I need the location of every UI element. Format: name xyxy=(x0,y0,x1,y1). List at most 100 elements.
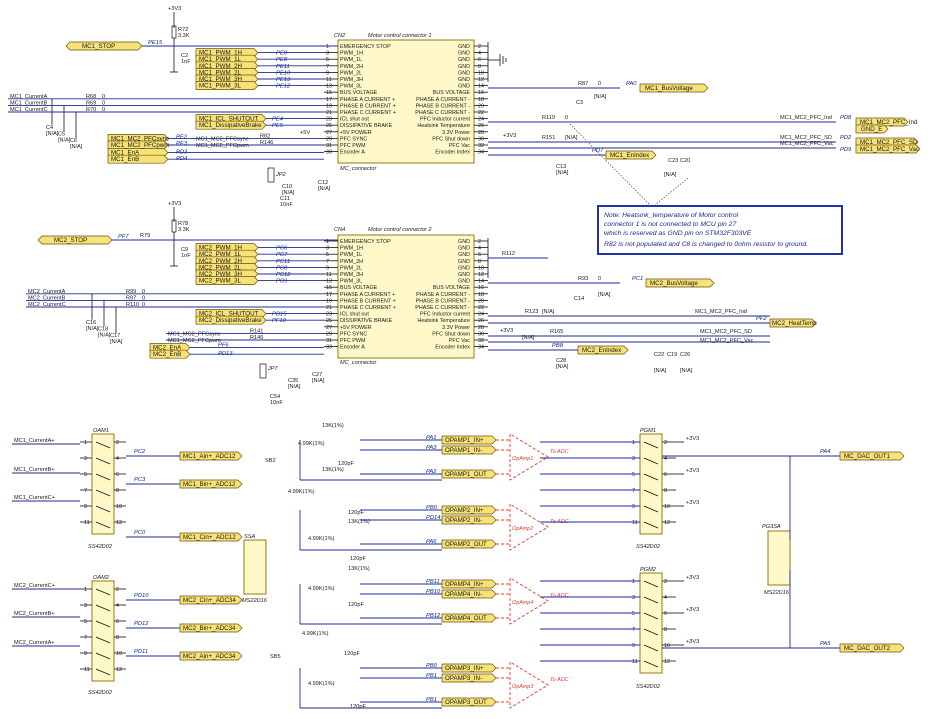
cn2-left-pin-num: 27 xyxy=(326,325,332,331)
adc1-port: PC2 xyxy=(134,449,146,455)
switch-contact[interactable] xyxy=(643,596,659,604)
pgm-pin-num-left: 7 xyxy=(632,488,635,494)
pwm-port: PC12 xyxy=(276,272,291,278)
mc1-pfc-vac-label: MC1_MC2_PFC_Vac xyxy=(780,141,834,147)
cn1-right-pin-name: PHASE B CURRENT - xyxy=(416,103,471,109)
switch-contact[interactable] xyxy=(95,604,111,612)
net-flag-mc2-bus xyxy=(645,278,715,288)
pfc-sync-port: PE2 xyxy=(176,134,188,140)
oam-pin-num-left: 1 xyxy=(84,440,87,446)
net-flag-opamp-text: OPAMP4_IN+ xyxy=(445,581,484,588)
switch-contact[interactable] xyxy=(95,668,111,676)
current-cap-label: C4 xyxy=(46,125,53,131)
switch-contact[interactable] xyxy=(95,441,111,449)
cn2-left-pin-num: 17 xyxy=(326,292,332,298)
switch-contact[interactable] xyxy=(643,521,659,529)
cn2-left-pin-name: PHASE B CURRENT + xyxy=(340,298,396,304)
cn2-left-pin-num: 23 xyxy=(326,312,332,318)
opamp-port: PA1 xyxy=(426,435,437,441)
cn2-left-pin-name: EMERGENCY STOP xyxy=(340,239,391,245)
oam1-ref: OAM1 xyxy=(93,428,109,434)
cn2-left-pin-num: 9 xyxy=(326,265,329,271)
switch-contact[interactable] xyxy=(643,660,659,668)
switch-contact[interactable] xyxy=(95,652,111,660)
mc2-enidx-port: PB8 xyxy=(552,343,564,349)
switch-contact[interactable] xyxy=(95,588,111,596)
switch-contact[interactable] xyxy=(643,628,659,636)
dac2-label: MC_DAC_OUT2 xyxy=(844,645,891,652)
switch-contact[interactable] xyxy=(643,505,659,513)
switch-contact[interactable] xyxy=(95,489,111,497)
switch-contact[interactable] xyxy=(95,505,111,513)
power-label: +3V3 xyxy=(500,328,513,334)
net-flag-mc1-enidx xyxy=(605,150,657,160)
current-net-label: MC1_CurrentC xyxy=(10,107,48,113)
net-flag-opamp-text: OPAMP1_IN+ xyxy=(445,437,484,444)
pgm-pin-num-left: 9 xyxy=(632,504,635,510)
net-flag-adc1-text: MC1_Ain+_ADC12 xyxy=(183,453,236,460)
current-resistor-value: 0 xyxy=(102,94,105,100)
switch-contact[interactable] xyxy=(95,636,111,644)
current-cap-value: [N/A] xyxy=(98,332,111,338)
jumper-jp2[interactable] xyxy=(267,167,275,183)
opamp-name: OpAmp2 xyxy=(512,526,533,532)
switch-contact[interactable] xyxy=(643,473,659,481)
switch-contact[interactable] xyxy=(95,620,111,628)
cn2-right-pin-name: GND xyxy=(458,239,470,245)
mc1-bus-label: MC1_BusVoltage xyxy=(645,85,693,92)
mc2-current-input-label: MC2_CurrentA+ xyxy=(14,640,55,646)
power-5v-label: +5V xyxy=(300,130,310,136)
switch-contact[interactable] xyxy=(643,580,659,588)
switch-contact[interactable] xyxy=(95,521,111,529)
net-flag-pwm-text: MC1_PWM_1L xyxy=(199,56,242,63)
pgm-power-label: +3V3 xyxy=(686,575,699,581)
r128-value: 13K(1%) xyxy=(348,566,370,572)
cn1-left-pin-num: 7 xyxy=(326,64,329,70)
c11-value: 10nF xyxy=(280,202,293,208)
cn2-left-pin-name: PWM_1H xyxy=(340,246,363,252)
cn2-right-pin-name: GND xyxy=(458,265,470,271)
net-flag-mc2-heat xyxy=(769,318,817,328)
switch-contact[interactable] xyxy=(643,612,659,620)
net-flag-opamp xyxy=(441,589,497,599)
cn2-left-pin-name: BUS VOLTAGE xyxy=(340,285,378,291)
net-flag-pwm xyxy=(195,276,259,285)
mc1-stop-label: MC1_STOP xyxy=(82,43,115,50)
switch-contact[interactable] xyxy=(95,457,111,465)
switch-contact[interactable] xyxy=(643,489,659,497)
opamp-port: PA3 xyxy=(426,445,437,451)
cn1-left-pin-num: 5 xyxy=(326,57,329,63)
oam-pin-num-right: 2 xyxy=(116,440,119,446)
switch-contact[interactable] xyxy=(643,457,659,465)
c26-label: C26 xyxy=(680,352,690,358)
opamp-symbol xyxy=(509,577,549,625)
net-flag-pwm xyxy=(195,81,259,90)
switch-contact[interactable] xyxy=(643,441,659,449)
jumper-jp7[interactable] xyxy=(259,363,267,379)
c2-label: C2 xyxy=(181,53,188,59)
current-cap-value: [N/A] xyxy=(86,326,99,332)
cn1-left-pin-name: PWM_2L xyxy=(340,70,362,76)
switch-contact[interactable] xyxy=(95,473,111,481)
brake-port: PF10 xyxy=(272,318,287,324)
c136-value: 120pF xyxy=(350,704,366,710)
oam1-body xyxy=(91,433,115,535)
opamp-symbol xyxy=(509,433,549,481)
net-flag-icl-text: MC2_ICL_SHUTOUT xyxy=(199,311,259,318)
mc2-stop-port: PF7 xyxy=(118,234,129,240)
current-resistor-label: R97 xyxy=(126,295,136,301)
pgm-power-label: +3V3 xyxy=(686,436,699,442)
r107-value: 4.99K(1%) xyxy=(302,631,329,637)
opamp-port: PD14 xyxy=(426,515,441,521)
c27-label: C27 xyxy=(312,372,322,378)
oam-pin-num-right: 8 xyxy=(116,635,119,641)
pwm-port: PC7 xyxy=(276,252,288,258)
net-flag-pwm-text: MC1_PWM_3L xyxy=(199,83,242,90)
current-resistor-label: R70 xyxy=(86,107,96,113)
switch-contact[interactable] xyxy=(643,644,659,652)
r151-label: R151 xyxy=(542,135,555,141)
cn2-left-pin-num: 25 xyxy=(326,318,332,324)
oam-pin-num-right: 6 xyxy=(116,472,119,478)
pgm-pin-num-right: 8 xyxy=(664,627,667,633)
